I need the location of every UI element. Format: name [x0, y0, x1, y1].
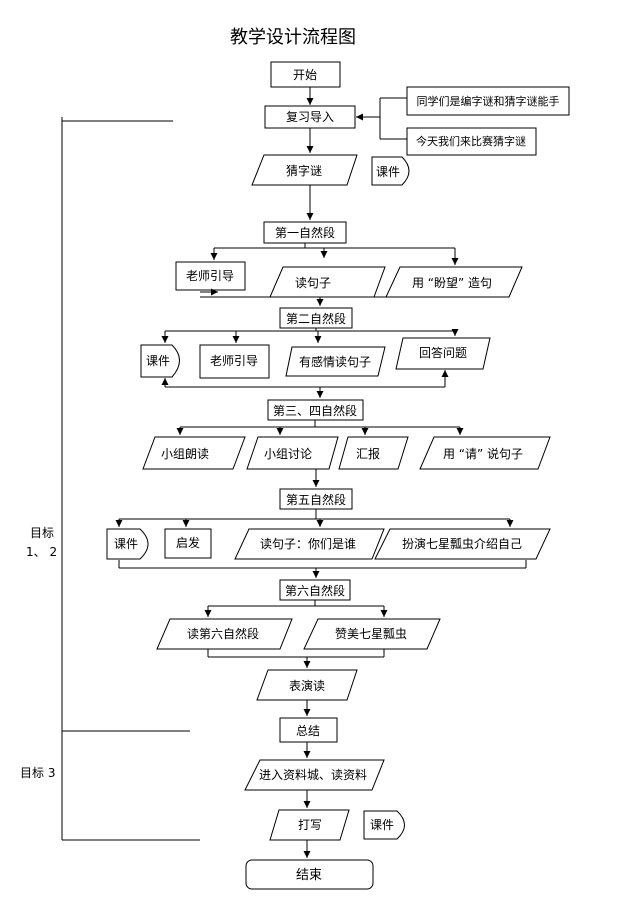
summary-node	[279, 717, 338, 743]
typing-label: 打写	[298, 818, 322, 832]
courseware-label-2: 课件	[146, 354, 170, 368]
courseware-node-3	[106, 528, 149, 560]
goal-12-number: 1、 2	[26, 545, 57, 559]
report-label: 汇报	[356, 446, 380, 461]
p1-label: 第一自然段	[275, 225, 335, 240]
group-read-label: 小组朗读	[161, 447, 209, 461]
page-title: 教学设计流程图	[230, 27, 356, 48]
note-label-2: 今天我们来比赛猜字谜	[416, 134, 526, 148]
start-node	[270, 61, 341, 88]
qing-node	[419, 436, 551, 470]
teacher-label-1: 老师引导	[186, 269, 234, 283]
end-label: 结束	[296, 868, 322, 883]
praise-label: 赞美七星瓢虫	[335, 627, 407, 641]
read-who-label: 读句子：你们是谁	[260, 536, 356, 551]
teacher-label-2: 老师引导	[210, 354, 258, 368]
qing-label: 用 “请” 说句子	[443, 446, 523, 461]
pansen-label: 用 “盼望” 造句	[412, 276, 492, 290]
riddle-node	[251, 154, 358, 186]
courseware-node-2	[140, 344, 180, 378]
resource-node	[244, 759, 385, 791]
emotional-node	[285, 346, 386, 377]
roleplay-node	[374, 528, 551, 560]
note-node-2	[406, 127, 537, 156]
inspire-label: 启发	[176, 535, 200, 550]
p5-label: 第五自然段	[286, 492, 346, 507]
courseware-node-4	[363, 810, 405, 840]
resource-label: 进入资料城、读资料	[259, 768, 367, 782]
read-label-1: 读句子	[295, 276, 331, 290]
note-label-1: 同学们是编字谜和猜字谜能手	[417, 94, 560, 108]
review-label: 复习导入	[286, 110, 334, 124]
note-node-1	[406, 86, 570, 116]
emotional-label: 有感情读句子	[299, 354, 371, 369]
courseware-label-1: 课件	[376, 165, 400, 179]
riddle-label: 猜字谜	[286, 163, 322, 178]
start-label: 开始	[293, 68, 317, 82]
report-node	[338, 436, 409, 470]
courseware-label-4: 课件	[370, 818, 394, 832]
group-discuss-node	[246, 436, 339, 470]
read-who-node	[234, 528, 385, 560]
courseware-label-3: 课件	[114, 537, 138, 551]
teacher-node-2	[199, 344, 270, 379]
end-node	[245, 859, 374, 890]
summary-label: 总结	[296, 724, 320, 738]
typing-node	[269, 809, 350, 841]
read6-node	[156, 618, 293, 650]
answer-label: 回答问题	[419, 345, 467, 360]
read6-label: 读第六自然段	[187, 626, 259, 641]
perform-label: 表演读	[289, 678, 325, 693]
perform-node	[256, 669, 358, 701]
roleplay-label: 扮演七星瓢虫介绍自己	[402, 536, 522, 551]
goal-3-label: 目标 3	[20, 766, 55, 780]
p34-label: 第三、四自然段	[273, 403, 357, 418]
p6-label: 第六自然段	[285, 583, 345, 598]
group-discuss-label: 小组讨论	[264, 447, 312, 461]
praise-node	[303, 618, 441, 650]
answer-node	[395, 337, 491, 370]
courseware-node-1	[371, 156, 410, 186]
goal-brackets	[61, 117, 200, 841]
teacher-node-1	[175, 261, 246, 291]
goal-12-label: 目标	[30, 526, 54, 540]
group-read-node	[142, 436, 246, 470]
p2-label: 第二自然段	[286, 311, 346, 326]
inspire-node	[164, 528, 212, 559]
